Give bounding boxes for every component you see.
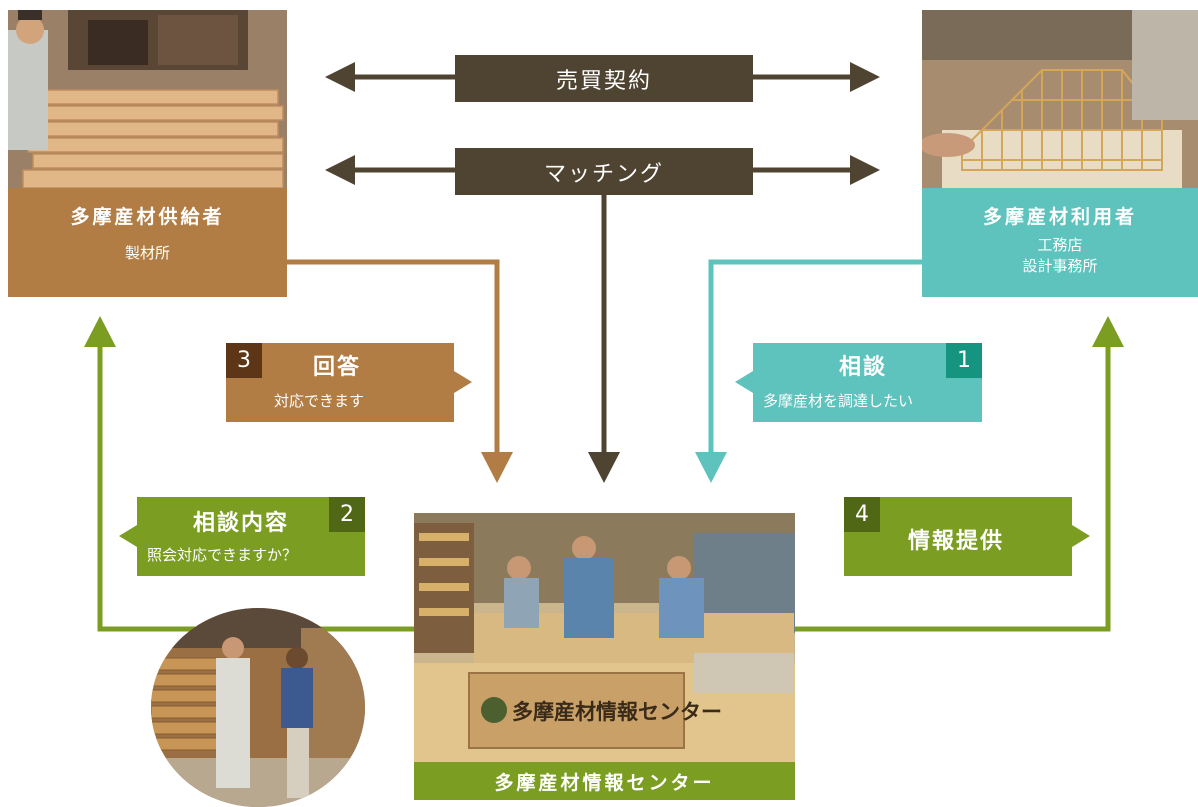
matching-down-arrowhead bbox=[588, 452, 620, 483]
center-sign-text: 多摩産材情報センター bbox=[512, 700, 722, 724]
center-to-user-arrowhead bbox=[1092, 316, 1124, 347]
consult-callout-shape bbox=[735, 343, 982, 422]
step-4-number: 4 bbox=[855, 502, 869, 527]
user-subtitle-1: 工務店 bbox=[1037, 236, 1083, 254]
answer-callout-shape bbox=[226, 343, 472, 422]
center-caption: 多摩産材情報センター bbox=[414, 762, 795, 800]
supplier-to-center-line bbox=[286, 259, 500, 455]
step-3-title: 回答 bbox=[313, 355, 362, 380]
step-1-title: 相談 bbox=[839, 355, 888, 380]
step-2-title: 相談内容 bbox=[193, 511, 290, 536]
center-to-supplier-arrowhead bbox=[84, 316, 116, 347]
answer-callout: 3 回答 対応できます bbox=[226, 343, 476, 422]
user-label: 多摩産材利用者 工務店 設計事務所 bbox=[922, 188, 1198, 297]
inquiry-callout-shape bbox=[119, 497, 365, 576]
step-4-title: 情報提供 bbox=[908, 529, 1005, 554]
consultation-photo bbox=[151, 608, 365, 807]
step-2-subtitle: 照会対応できますか？ bbox=[147, 546, 298, 564]
info-callout: 4 情報提供 bbox=[844, 497, 1094, 576]
user-photo bbox=[922, 10, 1198, 188]
step-3-subtitle: 対応できます bbox=[274, 392, 365, 410]
user-to-center-line bbox=[708, 259, 922, 455]
supplier-title: 多摩産材供給者 bbox=[70, 206, 225, 228]
step-1-subtitle: 多摩産材を調達したい bbox=[763, 392, 914, 410]
user-subtitle-2: 設計事務所 bbox=[1022, 257, 1098, 275]
supplier-label: 多摩産材供給者 製材所 bbox=[8, 188, 287, 297]
matching-arrowhead-right bbox=[850, 155, 880, 185]
center-to-user-line bbox=[795, 345, 1111, 632]
contract-arrowhead-left bbox=[325, 62, 355, 92]
contract-arrowhead-right bbox=[850, 62, 880, 92]
step-3-number: 3 bbox=[237, 348, 251, 373]
info-callout-shape bbox=[844, 497, 1090, 576]
supplier-subtitle: 製材所 bbox=[124, 244, 170, 262]
matching-arrowhead-left bbox=[325, 155, 355, 185]
supplier-to-center-arrowhead bbox=[481, 452, 513, 483]
step-2-number: 2 bbox=[340, 502, 354, 527]
supplier-photo bbox=[8, 10, 287, 188]
consult-callout: 1 相談 多摩産材を調達したい bbox=[735, 343, 985, 422]
user-title: 多摩産材利用者 bbox=[982, 206, 1137, 228]
contract-bar: 売買契約 bbox=[455, 55, 753, 102]
inquiry-callout: 2 相談内容 照会対応できますか？ bbox=[119, 497, 369, 576]
center-photo: 多摩産材情報センター bbox=[414, 513, 795, 762]
user-to-center-arrowhead bbox=[695, 452, 727, 483]
matching-bar: マッチング bbox=[455, 148, 753, 195]
step-1-number: 1 bbox=[957, 348, 971, 373]
